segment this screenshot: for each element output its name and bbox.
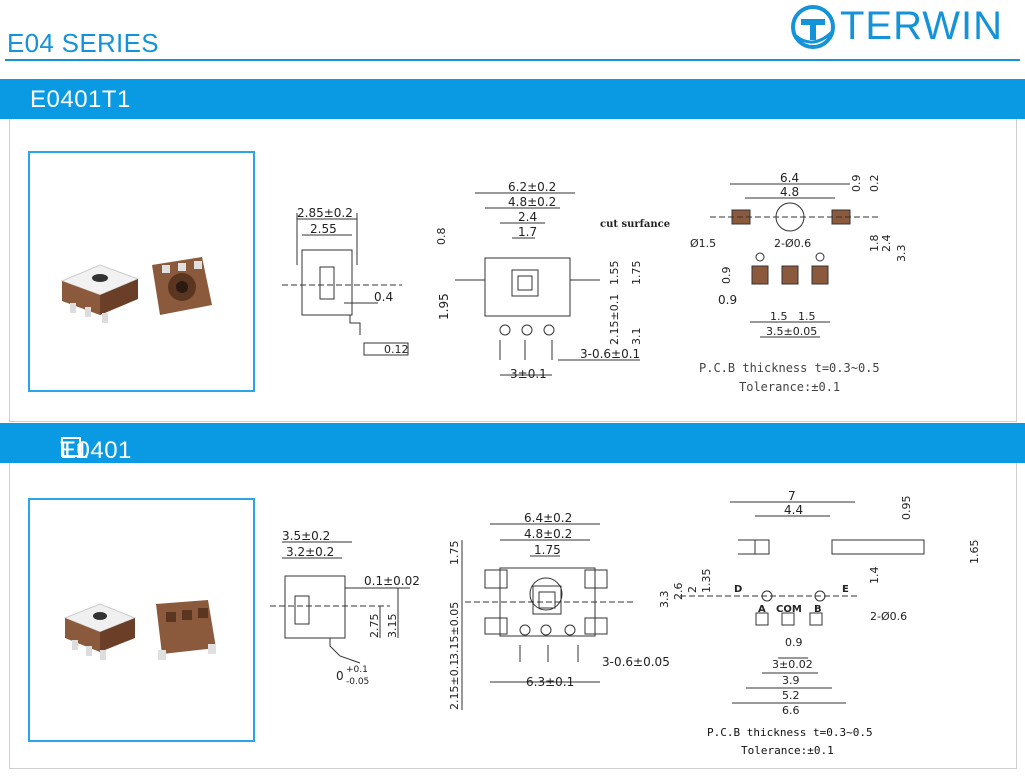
pitch-total: 3.5±0.05	[766, 325, 817, 338]
dim-width: 7	[788, 489, 796, 503]
dim-top: 0.8	[435, 228, 448, 246]
dim-body: 3.2±0.2	[286, 545, 334, 559]
dim-r1: 1.55	[608, 261, 621, 286]
dim-body: 4.8±0.2	[508, 195, 556, 209]
product-photo-2	[28, 498, 255, 742]
dim-a: 0.95	[900, 496, 913, 521]
front-view-drawing-2: 6.4±0.2 4.8±0.2 1.75 1.75 3.15±0.05 2.15…	[448, 511, 670, 710]
dim-pin: 0.9	[785, 636, 803, 649]
pitch-dim: 6.3±0.1	[526, 675, 574, 689]
dim-e: 2	[686, 586, 699, 593]
dim-window: 1.75	[534, 543, 561, 557]
hole-small: 2-Ø0.6	[870, 610, 907, 623]
label-a: A	[758, 604, 766, 615]
pitch-1: 1.5	[770, 310, 788, 323]
dim-top: 1.75	[448, 541, 461, 566]
dim-gap: 0.1±0.02	[364, 574, 420, 588]
dim-r2: 1.75	[630, 261, 643, 286]
variant-placeholder-box	[61, 437, 81, 457]
brand-logo: TERWIN	[790, 2, 1020, 52]
label-d: D	[734, 584, 742, 595]
dim-e: 3.3	[895, 245, 908, 263]
pins-dim: 3-0.6±0.05	[602, 655, 670, 669]
model-suffix: T1	[60, 437, 90, 464]
hole-small: 2-Ø0.6	[774, 237, 811, 250]
tolerance-note: Tolerance:±0.1	[741, 744, 834, 757]
tolerance-note: Tolerance:±0.1	[739, 380, 841, 394]
switch-photo-image	[60, 257, 212, 323]
product-photo-1	[28, 151, 255, 392]
series-title: E04 SERIES	[7, 28, 159, 58]
dim-total: 2.85±0.2	[297, 206, 353, 220]
dim-b: 0.2	[868, 175, 881, 193]
dim-d: 2.4	[880, 235, 893, 253]
pins-dim: 3-0.6±0.1	[580, 347, 640, 361]
dim-b: 1.65	[968, 540, 981, 565]
flatness-value: 0.12	[384, 343, 409, 356]
dim-inner: 4.4	[784, 503, 803, 517]
dim-a: 0.9	[850, 175, 863, 193]
dim-c: 3.3	[658, 591, 671, 609]
dim-f: 1.35	[700, 569, 713, 594]
brand-name: TERWIN	[840, 4, 1004, 48]
pcb-layout-drawing-2: 7 4.4 0.95 1.65 3.3 2.6 2 1.35 1.4 D A C…	[658, 489, 981, 717]
pitch-2: 1.5	[798, 310, 816, 323]
dim-g: 1.4	[868, 567, 881, 585]
dim-h2: 3.15	[386, 614, 399, 639]
dim-mid: 3.15±0.05	[448, 602, 461, 660]
pcb-layout-drawing-1: 6.4 4.8 0.9 0.2 1.8 2.4 3.3 0.9 0.9 Ø1.5…	[690, 171, 908, 338]
cut-surface-label: cut surfance	[600, 219, 670, 230]
title-divider	[5, 59, 1020, 61]
model-title: E0401T1	[30, 86, 131, 113]
label-com: COM	[776, 604, 802, 615]
dim-c: 1.8	[868, 235, 881, 253]
pitch-3: 5.2	[782, 689, 800, 702]
switch-photo-image	[63, 600, 216, 660]
dim-total: 3.5±0.2	[282, 529, 330, 543]
dim-window: 2.4	[518, 210, 537, 224]
dim-tol: 0	[336, 669, 344, 683]
dim-body: 4.8±0.2	[524, 527, 572, 541]
model-prefix: E0401	[60, 437, 132, 464]
pcb-thickness-note: P.C.B thickness t=0.3~0.5	[707, 726, 873, 739]
section-header-e0401t1: E0401T1	[0, 79, 1025, 119]
section-panel-1	[9, 119, 1017, 422]
pitch-1: 3±0.02	[772, 658, 813, 671]
label-e: E	[842, 584, 849, 595]
front-view-drawing-1: 6.2±0.2 4.8±0.2 2.4 1.7 cut surfance 0.8…	[435, 180, 670, 381]
dim-tol-sub: -0.05	[346, 677, 369, 687]
side-view-drawing-2: 3.5±0.2 3.2±0.2 0.1±0.02 2.75 3.15 0 +0.…	[270, 529, 420, 687]
dim-h1: 2.75	[368, 614, 381, 639]
section-panel-2	[9, 463, 1017, 769]
dim-r3: 2.15±0.1	[608, 294, 621, 345]
dim-width: 6.4±0.2	[524, 511, 572, 525]
pitch-2: 3.9	[782, 674, 800, 687]
dim-tol-sup: +0.1	[346, 665, 368, 675]
dim-body: 2.55	[310, 222, 337, 236]
label-b: B	[814, 604, 822, 615]
terwin-logo-icon	[791, 5, 835, 49]
dim-width: 6.2±0.2	[508, 180, 556, 194]
dim-g: 0.9	[718, 293, 737, 307]
hole-large: Ø1.5	[690, 237, 716, 250]
dim-d: 2.6	[672, 583, 685, 601]
dim-low: 2.15±0.1	[448, 659, 461, 710]
dim-f: 0.9	[720, 267, 733, 285]
dim-inner: 4.8	[780, 185, 799, 199]
dim-gap: 0.4	[374, 290, 393, 304]
dim-r4: 3.1	[630, 328, 643, 346]
dim-slot: 1.7	[518, 225, 537, 239]
pcb-thickness-note: P.C.B thickness t=0.3~0.5	[699, 361, 880, 375]
pitch-dim: 3±0.1	[510, 367, 547, 381]
pitch-4: 6.6	[782, 704, 800, 717]
side-view-drawing-1: 2.85±0.2 2.55 0.4 0.12	[282, 206, 409, 356]
dim-width: 6.4	[780, 171, 799, 185]
dim-left: 1.95	[437, 293, 451, 320]
